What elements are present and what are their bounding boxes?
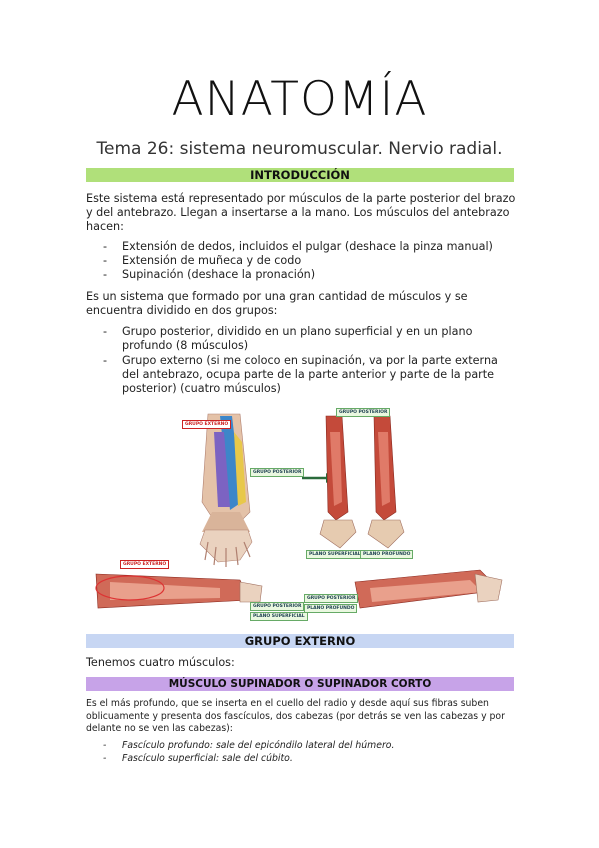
label-grupo-posterior: GRUPO POSTERIOR xyxy=(336,408,391,417)
supinador-bullet-1: -Fascículo profundo: sale del epicóndilo… xyxy=(103,740,395,751)
grupo-externo-paragraph: Tenemos cuatro músculos: xyxy=(86,656,235,669)
forearm-muscles-illustration: GRUPO EXTERNO GRUPO POSTERIOR GRUPO POST… xyxy=(90,402,510,627)
label-plano-superficial: PLANO SUPERFICIAL xyxy=(306,550,364,559)
intro-bullet-2: -Extensión de muñeca y de codo xyxy=(103,254,302,267)
supinador-paragraph: Es el más profundo, que se inserta en el… xyxy=(86,698,505,734)
supinador-bullet-2: -Fascículo superficial: sale del cúbito. xyxy=(103,753,293,764)
intro-bullet-3: -Supinación (deshace la pronación) xyxy=(103,268,316,281)
label-grupo-posterior-3: GRUPO POSTERIOR xyxy=(250,602,305,611)
document-subtitle: Tema 26: sistema neuromuscular. Nervio r… xyxy=(96,139,503,159)
section-heading-supinador: MÚSCULO SUPINADOR O SUPINADOR CORTO xyxy=(86,677,514,691)
lateral-view-forearms xyxy=(95,569,503,609)
deep-and-superficial-forearms xyxy=(319,415,405,549)
intro-paragraph-2: Es un sistema que formado por una gran c… xyxy=(86,290,468,318)
intro-bullet-4: -Grupo posterior, dividido en un plano s… xyxy=(103,325,473,353)
intro-paragraph-1: Este sistema está representado por múscu… xyxy=(86,192,516,234)
section-heading-introduccion: INTRODUCCIÓN xyxy=(86,168,514,182)
forearm-muscles-drawing xyxy=(95,413,503,609)
intro-bullet-1: -Extensión de dedos, incluidos el pulgar… xyxy=(103,240,493,253)
posterior-arm-figure xyxy=(199,413,253,567)
label-grupo-externo-2: GRUPO EXTERNO xyxy=(120,560,170,569)
label-grupo-externo: GRUPO EXTERNO xyxy=(182,420,232,429)
label-grupo-posterior-2: GRUPO POSTERIOR xyxy=(250,468,305,477)
intro-bullet-5: -Grupo externo (si me coloco en supinaci… xyxy=(103,354,498,396)
label-plano-superficial-2: PLANO SUPERFICIAL xyxy=(250,612,308,621)
document-title: ANATOMÍA xyxy=(171,72,428,127)
label-grupo-posterior-4: GRUPO POSTERIOR xyxy=(304,594,359,603)
label-plano-profundo-2: PLANO PROFUNDO xyxy=(304,604,358,613)
label-plano-profundo: PLANO PROFUNDO xyxy=(360,550,414,559)
section-heading-grupo-externo: GRUPO EXTERNO xyxy=(86,634,514,648)
